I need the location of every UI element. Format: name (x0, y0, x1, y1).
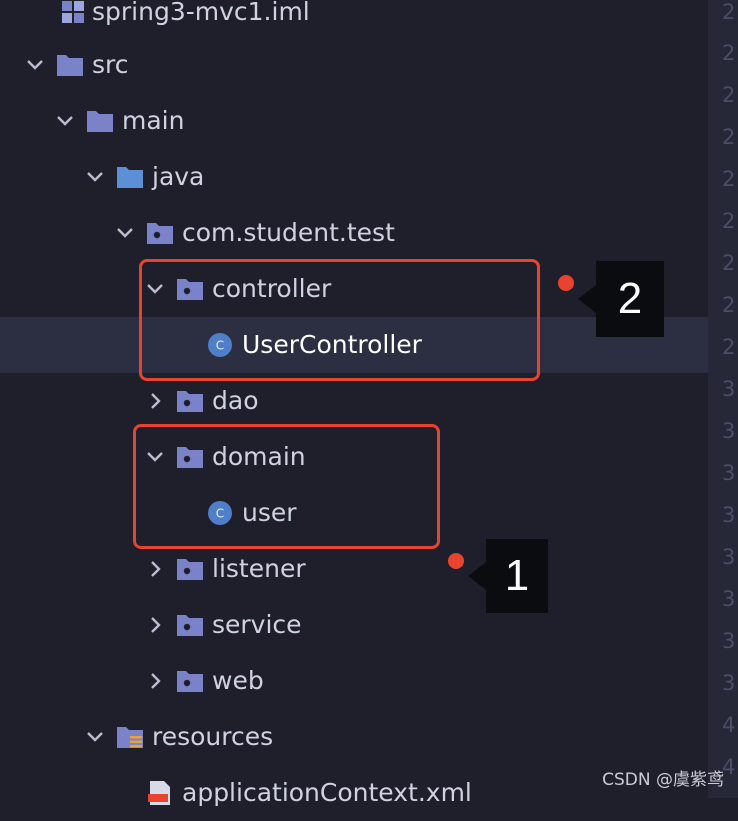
line-number: 2 (722, 41, 736, 65)
resources-folder-icon (116, 724, 144, 750)
project-tree: spring3-mvc1.iml src main java (0, 0, 708, 807)
tree-row-user[interactable]: C user (0, 485, 708, 541)
package-icon (176, 276, 204, 302)
class-glyph: C (216, 507, 224, 521)
line-number: 3 (722, 545, 736, 569)
chevron-right-icon[interactable] (142, 668, 168, 694)
class-glyph: C (216, 339, 224, 353)
tree-row-controller[interactable]: controller (0, 261, 708, 317)
class-icon: C (206, 500, 234, 526)
line-number: 3 (722, 377, 736, 401)
tree-row-iml[interactable]: spring3-mvc1.iml (0, 0, 708, 40)
annotation-dot-1 (448, 553, 464, 569)
line-number: 4 (722, 713, 736, 737)
chevron-down-icon[interactable] (82, 164, 108, 190)
line-number: 3 (722, 461, 736, 485)
line-number: 2 (722, 209, 736, 233)
line-number: 3 (722, 587, 736, 611)
tree-row-label: listener (212, 554, 306, 583)
package-icon (176, 556, 204, 582)
tree-row-listener[interactable]: listener (0, 541, 708, 597)
tree-row-package-root[interactable]: com.student.test (0, 205, 708, 261)
folder-icon (86, 108, 114, 134)
package-icon (146, 220, 174, 246)
tree-row-label: src (92, 50, 129, 79)
line-number: 4 (722, 755, 736, 779)
folder-icon (56, 52, 84, 78)
tree-row-label: main (122, 106, 185, 135)
tree-row-dao[interactable]: dao (0, 373, 708, 429)
tree-row-label: resources (152, 722, 274, 751)
tree-row-label: com.student.test (182, 218, 395, 247)
tree-row-service[interactable]: service (0, 597, 708, 653)
tree-row-label: spring3-mvc1.iml (92, 0, 310, 26)
line-number: 2 (722, 293, 736, 317)
package-icon (176, 388, 204, 414)
tree-row-label: dao (212, 386, 259, 415)
tree-row-main[interactable]: main (0, 93, 708, 149)
chevron-down-icon[interactable] (52, 108, 78, 134)
tree-row-usercontroller[interactable]: C UserController (0, 317, 708, 373)
line-number: 2 (722, 167, 736, 191)
source-folder-icon (116, 164, 144, 190)
xml-file-icon (146, 780, 174, 806)
tree-row-src[interactable]: src (0, 37, 708, 93)
annotation-badge-2: 2 (578, 261, 664, 337)
annotation-badge-1: 1 (468, 539, 548, 613)
package-icon (176, 612, 204, 638)
chevron-right-icon[interactable] (142, 556, 168, 582)
class-icon: C (206, 332, 234, 358)
tree-row-label: UserController (242, 330, 422, 359)
line-number: 2 (722, 0, 736, 24)
highlight-box-1 (133, 424, 440, 549)
tree-row-label: java (152, 162, 205, 191)
chevron-down-icon[interactable] (82, 724, 108, 750)
package-icon (176, 668, 204, 694)
tree-row-label: controller (212, 274, 332, 303)
tree-row-java[interactable]: java (0, 149, 708, 205)
tree-row-web[interactable]: web (0, 653, 708, 709)
line-number-gutter: 2 2 2 2 2 2 2 2 2 3 3 3 3 3 3 3 3 4 4 (708, 0, 738, 798)
tree-row-label: web (212, 666, 264, 695)
tree-row-domain[interactable]: domain (0, 429, 708, 485)
tree-row-label: service (212, 610, 302, 639)
tree-row-resources[interactable]: resources (0, 709, 708, 765)
chevron-right-icon[interactable] (142, 388, 168, 414)
line-number: 2 (722, 335, 736, 359)
chevron-down-icon[interactable] (142, 276, 168, 302)
line-number: 3 (722, 503, 736, 527)
chevron-down-icon[interactable] (22, 52, 48, 78)
chevron-down-icon[interactable] (142, 444, 168, 470)
line-number: 2 (722, 251, 736, 275)
annotation-dot-2 (558, 275, 574, 291)
line-number: 3 (722, 419, 736, 443)
tree-row-label: user (242, 498, 297, 527)
module-file-icon (60, 0, 88, 25)
package-icon (176, 444, 204, 470)
chevron-down-icon[interactable] (112, 220, 138, 246)
line-number: 3 (722, 629, 736, 653)
chevron-right-icon[interactable] (142, 612, 168, 638)
tree-row-label: domain (212, 442, 306, 471)
highlight-box-2 (139, 259, 540, 381)
line-number: 2 (722, 83, 736, 107)
watermark: CSDN @虞紫鸢 (602, 770, 724, 790)
line-number: 2 (722, 125, 736, 149)
tree-row-label: applicationContext.xml (182, 778, 472, 807)
line-number: 3 (722, 671, 736, 695)
